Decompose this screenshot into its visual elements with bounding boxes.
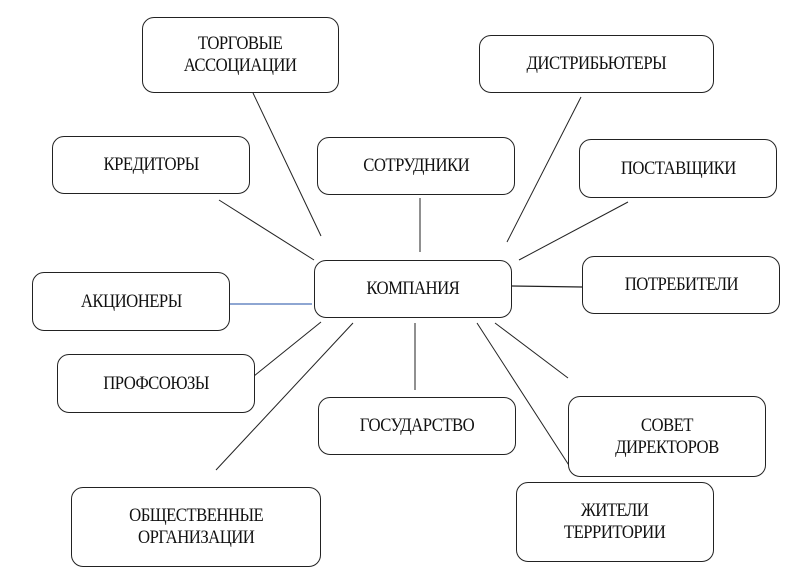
line-creditors: [218, 199, 315, 261]
node-territory-residents: ЖИТЕЛИ ТЕРРИТОРИИ: [516, 482, 714, 562]
node-suppliers: ПОСТАВЩИКИ: [579, 139, 777, 198]
node-label: АКЦИОНЕРЫ: [80, 290, 182, 312]
node-label: КОМПАНИЯ: [366, 278, 460, 299]
node-label: ПРОФСОЮЗЫ: [103, 372, 209, 394]
node-public-organizations: ОБЩЕСТВЕННЫЕ ОРГАНИЗАЦИИ: [71, 487, 321, 567]
line-unions: [253, 321, 322, 377]
line-distributors: [506, 96, 582, 243]
node-employees: СОТРУДНИКИ: [317, 137, 515, 195]
line-suppliers: [518, 201, 629, 261]
node-creditors: КРЕДИТОРЫ: [52, 136, 250, 194]
line-consumers: [511, 285, 583, 288]
node-label: ПОСТАВЩИКИ: [620, 157, 736, 179]
node-label: СОВЕТ ДИРЕКТОРОВ: [615, 414, 719, 458]
node-distributors: ДИСТРИБЬЮТЕРЫ: [479, 35, 714, 93]
node-shareholders: АКЦИОНЕРЫ: [32, 272, 230, 331]
node-state: ГОСУДАРСТВО: [318, 397, 516, 455]
line-residents: [476, 322, 573, 471]
node-label: ГОСУДАРСТВО: [359, 415, 475, 436]
line-trade: [252, 92, 322, 237]
node-label: ТОРГОВЫЕ АССОЦИАЦИИ: [184, 33, 297, 76]
node-label: ЖИТЕЛИ ТЕРРИТОРИИ: [564, 500, 666, 543]
node-consumers: ПОТРЕБИТЕЛИ: [582, 256, 780, 314]
node-label: КРЕДИТОРЫ: [103, 154, 199, 175]
node-label: ДИСТРИБЬЮТЕРЫ: [526, 53, 667, 74]
node-company: КОМПАНИЯ: [314, 260, 512, 318]
node-label: ПОТРЕБИТЕЛИ: [624, 274, 738, 295]
node-board-of-directors: СОВЕТ ДИРЕКТОРОВ: [568, 396, 766, 477]
line-board: [494, 322, 569, 379]
node-unions: ПРОФСОЮЗЫ: [57, 354, 255, 413]
node-label: СОТРУДНИКИ: [363, 155, 470, 176]
line-public-orgs: [215, 322, 354, 471]
node-trade-associations: ТОРГОВЫЕ АССОЦИАЦИИ: [142, 17, 339, 93]
node-label: ОБЩЕСТВЕННЫЕ ОРГАНИЗАЦИИ: [128, 505, 264, 548]
